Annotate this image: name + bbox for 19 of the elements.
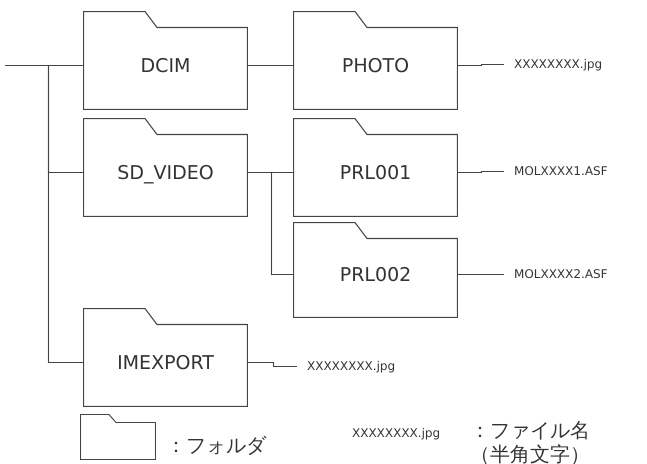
folder: PHOTO	[293, 11, 458, 110]
file-name: XXXXXXXX.jpg	[307, 359, 396, 373]
connector-line	[248, 362, 297, 368]
file-name: XXXXXXXX.jpg	[514, 57, 602, 71]
connector-line	[458, 64, 504, 66]
connector-line	[248, 64, 293, 66]
file-name: MOLXXXX1.ASF	[514, 164, 608, 178]
connector-line	[458, 274, 504, 276]
folder: PRL002	[293, 222, 458, 318]
legend-text: ：フォルダ	[166, 432, 266, 459]
folder: PRL001	[293, 118, 458, 217]
file-name: XXXXXXXX.jpg	[352, 426, 440, 440]
file-name: MOLXXXX2.ASF	[514, 267, 608, 281]
folder: SD_VIDEO	[83, 118, 248, 217]
folder: IMEXPORT	[83, 308, 248, 407]
connector-line	[458, 170, 504, 174]
connector-line	[5, 64, 83, 364]
folder: DCIM	[83, 11, 248, 110]
connector-line	[248, 172, 293, 276]
